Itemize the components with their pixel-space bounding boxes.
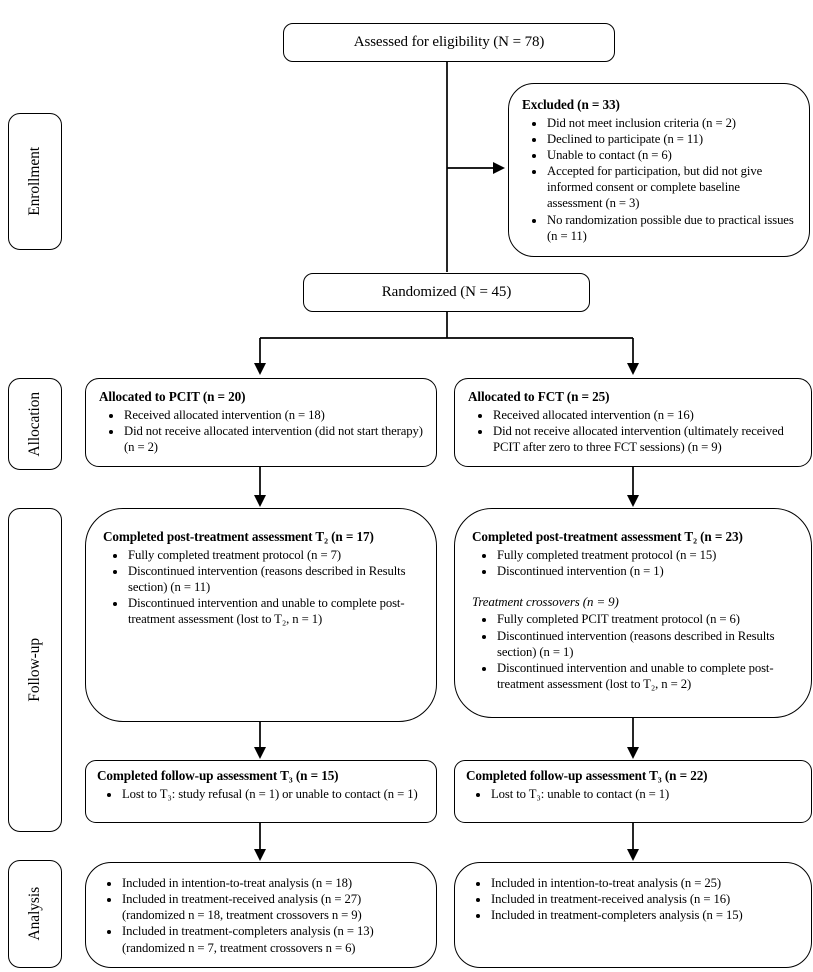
bullet-item: Fully completed PCIT treatment protocol … [496, 611, 794, 627]
followup-t3-pcit-bullet-list: Lost to T₃: study refusal (n = 1) or una… [97, 786, 425, 802]
treatment-crossovers-title: Treatment crossovers (n = 9) [472, 595, 619, 610]
randomized-title: Randomized (N = 45) [381, 284, 512, 300]
eligibility-box: Assessed for eligibility (N = 78) [283, 23, 615, 62]
stage-label-text: Enrollment [26, 147, 43, 216]
bullet-item: Declined to participate (n = 11) [546, 131, 796, 147]
stage-label-text: Allocation [26, 391, 43, 457]
followup-t3-fct-box: Completed follow-up assessment T₃ (n = 2… [454, 760, 812, 823]
followup-t2-pcit-bullet-list: Fully completed treatment protocol (n = … [103, 547, 419, 628]
bullet-item: Included in treatment-completers analysi… [121, 923, 425, 955]
followup-t2-pcit-title: Completed post-treatment assessment T₂ (… [103, 529, 374, 544]
analysis-fct-box: Included in intention-to-treat analysis … [454, 862, 812, 968]
line-randomized-split [260, 312, 633, 339]
followup-t3-fct-bullet-list: Lost to T₃: unable to contact (n = 1) [466, 786, 800, 802]
bullet-item: Discontinued intervention (reasons descr… [127, 563, 419, 595]
treatment-crossovers-bullet-list: Fully completed PCIT treatment protocol … [472, 611, 794, 692]
eligibility-title: Assessed for eligibility (N = 78) [353, 34, 545, 50]
allocation-fct-title: Allocated to FCT (n = 25) [468, 389, 610, 404]
stage-label-analysis: Analysis [8, 860, 62, 968]
followup-t2-fct-box: Completed post-treatment assessment T₂ (… [454, 508, 812, 718]
allocation-fct-box: Allocated to FCT (n = 25) Received alloc… [454, 378, 812, 467]
stage-label-enrollment: Enrollment [8, 113, 62, 250]
bullet-item: Included in treatment-received analysis … [121, 891, 425, 923]
bullet-item: Received allocated intervention (n = 16) [492, 407, 798, 423]
stage-label-followup: Follow-up [8, 508, 62, 832]
bullet-item: Lost to T₃: study refusal (n = 1) or una… [121, 786, 425, 802]
followup-t3-fct-title: Completed follow-up assessment T₃ (n = 2… [466, 768, 708, 783]
bullet-item: No randomization possible due to practic… [546, 212, 796, 244]
bullet-item: Included in intention-to-treat analysis … [121, 875, 425, 891]
bullet-item: Discontinued intervention (n = 1) [496, 563, 794, 579]
bullet-item: Included in intention-to-treat analysis … [490, 875, 800, 891]
allocation-fct-bullet-list: Received allocated intervention (n = 16)… [468, 407, 798, 455]
stage-label-text: Analysis [26, 887, 43, 941]
bullet-item: Received allocated intervention (n = 18) [123, 407, 423, 423]
randomized-box: Randomized (N = 45) [303, 273, 590, 312]
allocation-pcit-title: Allocated to PCIT (n = 20) [99, 389, 246, 404]
excluded-title: Excluded (n = 33) [522, 97, 620, 112]
bullet-item: Unable to contact (n = 6) [546, 147, 796, 163]
bullet-item: Discontinued intervention (reasons descr… [496, 628, 794, 660]
bullet-item: Did not receive allocated intervention (… [492, 423, 798, 455]
stage-label-text: Follow-up [26, 638, 43, 702]
analysis-pcit-bullet-list: Included in intention-to-treat analysis … [97, 875, 425, 956]
allocation-pcit-bullet-list: Received allocated intervention (n = 18)… [99, 407, 423, 455]
followup-t2-fct-title: Completed post-treatment assessment T₂ (… [472, 529, 743, 544]
followup-t3-pcit-title: Completed follow-up assessment T₃ (n = 1… [97, 768, 339, 783]
bullet-item: Discontinued intervention and unable to … [496, 660, 794, 692]
followup-t3-pcit-box: Completed follow-up assessment T₃ (n = 1… [85, 760, 437, 823]
allocation-pcit-box: Allocated to PCIT (n = 20) Received allo… [85, 378, 437, 467]
bullet-item: Lost to T₃: unable to contact (n = 1) [490, 786, 800, 802]
bullet-item: Fully completed treatment protocol (n = … [496, 547, 794, 563]
analysis-pcit-box: Included in intention-to-treat analysis … [85, 862, 437, 968]
bullet-item: Fully completed treatment protocol (n = … [127, 547, 419, 563]
excluded-box: Excluded (n = 33) Did not meet inclusion… [508, 83, 810, 257]
bullet-item: Did not receive allocated intervention (… [123, 423, 423, 455]
bullet-item: Discontinued intervention and unable to … [127, 595, 419, 627]
bullet-item: Included in treatment-completers analysi… [490, 907, 800, 923]
followup-t2-pcit-box: Completed post-treatment assessment T₂ (… [85, 508, 437, 722]
stage-label-allocation: Allocation [8, 378, 62, 470]
analysis-fct-bullet-list: Included in intention-to-treat analysis … [466, 875, 800, 923]
bullet-item: Did not meet inclusion criteria (n = 2) [546, 115, 796, 131]
bullet-item: Accepted for participation, but did not … [546, 163, 796, 211]
followup-t2-fct-bullet-list: Fully completed treatment protocol (n = … [472, 547, 794, 579]
excluded-bullet-list: Did not meet inclusion criteria (n = 2)D… [522, 115, 796, 244]
bullet-item: Included in treatment-received analysis … [490, 891, 800, 907]
